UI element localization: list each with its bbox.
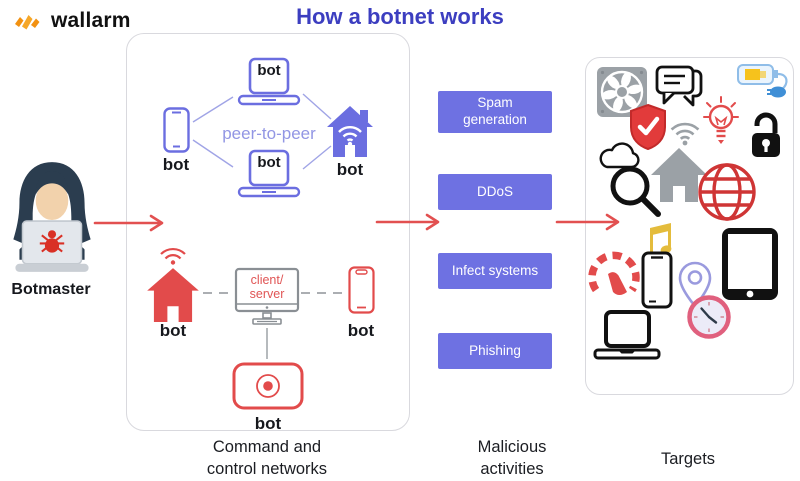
wifi-icon: [662, 111, 708, 147]
bot-label: bot: [336, 160, 364, 179]
wifi-icon: [157, 245, 189, 265]
location-pin-icon: [677, 261, 713, 309]
magnifier-icon: [606, 162, 664, 220]
webcam-bot: [232, 362, 304, 410]
fan-icon: [596, 66, 648, 118]
house-icon: [649, 144, 709, 204]
open-lock-icon: [744, 111, 786, 161]
laptop-icon: [593, 310, 661, 362]
bot-label: bot: [257, 62, 281, 79]
wallarm-logo-icon: [14, 10, 44, 32]
peer-to-peer-label: peer-to-peer: [222, 124, 316, 143]
house-wifi-bot-right: [327, 105, 373, 157]
page-title: How a botnet works: [296, 4, 504, 29]
botmaster-figure: [6, 158, 98, 276]
globe-icon: [696, 161, 758, 223]
bot-label: bot: [159, 321, 187, 340]
house-bot-red: [147, 267, 199, 322]
smartphone-bot-red: [348, 266, 375, 314]
malicious-activities-caption: Malicious activities: [477, 438, 547, 478]
phishing-button: Phishing: [438, 333, 552, 369]
shield-check-icon: [628, 103, 668, 151]
laptop-bot-top: bot: [236, 57, 302, 107]
laptop-bot-bottom: bot: [236, 149, 302, 199]
botmaster-label: Botmaster: [11, 281, 91, 298]
bot-label: bot: [257, 154, 281, 171]
command-control-caption: Command and control networks: [206, 438, 328, 478]
targets-caption: Targets: [660, 450, 716, 468]
smartphone-icon: [641, 251, 673, 309]
targets-panel: [585, 57, 794, 395]
tablet-icon: [721, 227, 779, 301]
bot-label: bot: [254, 414, 282, 433]
gauge-icon: [588, 251, 640, 301]
monitor-icon: client/ server: [234, 267, 300, 327]
smartphone-bot-left: [163, 107, 190, 153]
wallarm-logo-text: wallarm: [51, 9, 131, 32]
command-control-panel: bot bot peer-to-peer bot bot: [126, 33, 410, 433]
bot-label: bot: [347, 321, 375, 340]
clock-icon: [686, 294, 732, 340]
charger-icon: [736, 62, 792, 108]
lightbulb-icon: [702, 95, 740, 145]
client-server-label: client/ server: [249, 273, 285, 302]
wallarm-logo: wallarm: [14, 9, 131, 33]
chat-icon: [654, 63, 704, 109]
spam-generation-button: Spam generation: [438, 91, 552, 133]
ddos-button: DDoS: [438, 174, 552, 210]
cloud-icon: [596, 138, 642, 170]
bot-label: bot: [162, 155, 190, 174]
infect-systems-button: Infect systems: [438, 253, 552, 289]
